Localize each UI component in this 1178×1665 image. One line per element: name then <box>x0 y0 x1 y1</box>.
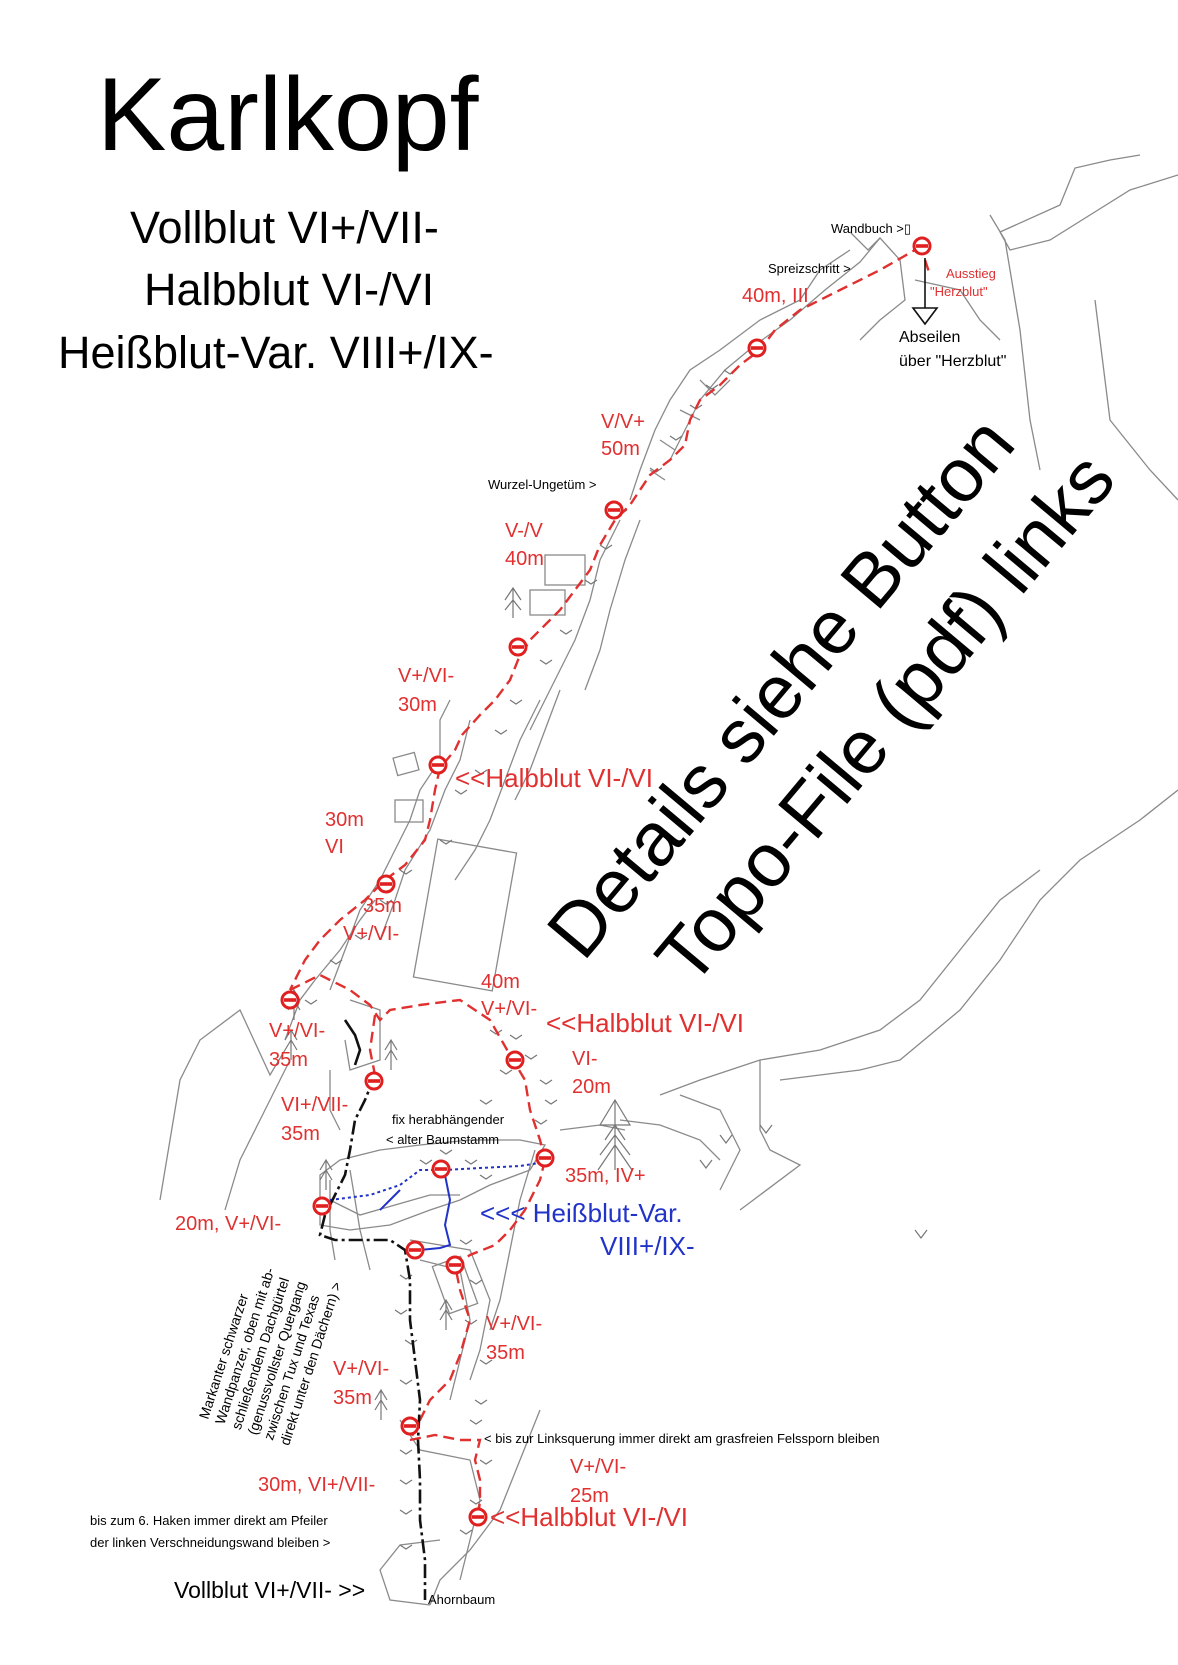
belay-station-icon <box>468 1507 488 1527</box>
belay-station-icon <box>445 1255 465 1275</box>
rappel-arrow-icon <box>911 258 939 326</box>
pitch-label: 25m <box>570 1485 609 1507</box>
belay-station-icon <box>400 1416 420 1436</box>
belay-station-icon <box>405 1240 425 1260</box>
pitch-label: 40m <box>505 548 544 570</box>
pitch-label: 35m <box>486 1342 525 1364</box>
page-title: Karlkopf <box>97 57 480 173</box>
belay-station-icon <box>508 637 528 657</box>
belay-station-icon <box>312 1196 332 1216</box>
linksquerung-label: < bis zur Linksquerung immer direkt am g… <box>484 1431 880 1446</box>
route-grade-halbblut: Halbblut VI-/VI <box>144 264 434 315</box>
pitch-label: V/V+ <box>601 411 645 433</box>
pitch-label: 35m <box>333 1387 372 1409</box>
ahornbaum-label: Ahornbaum <box>428 1592 495 1607</box>
belay-station-icon <box>280 990 300 1010</box>
belay-station-icon <box>535 1148 555 1168</box>
heissblut-label-1: <<< Heißblut-Var. <box>480 1198 683 1228</box>
pitch-label: V-/V <box>505 520 543 542</box>
halbblut-marker: <<Halbblut VI-/VI <box>546 1008 744 1038</box>
pitch-label: 30m <box>398 694 437 716</box>
pitch-label: 40m <box>481 971 520 993</box>
pitch-label: VI- <box>572 1048 598 1070</box>
pitch-label: V+/VI- <box>333 1358 389 1380</box>
pitch-label: 50m <box>601 438 640 460</box>
rotated-note: Markanter schwarzer Wandpanzer, oben mit… <box>196 1265 345 1447</box>
pitch-label: V+/VI- <box>398 665 454 687</box>
pitch-label: 30m <box>325 809 364 831</box>
pitch-label: 30m, VI+/VII- <box>258 1474 375 1496</box>
haken-label-2: der linken Verschneidungswand bleiben > <box>90 1535 330 1550</box>
halbblut-marker: <<Halbblut VI-/VI <box>490 1502 688 1532</box>
baum-label-2: < alter Baumstamm <box>386 1132 499 1147</box>
halbblut-markers: <<Halbblut VI-/VI <<Halbblut VI-/VI <<Ha… <box>455 763 744 1532</box>
ausstieg-label-2: "Herzblut" <box>930 284 988 299</box>
pitch-label: VI+/VII- <box>281 1094 348 1116</box>
belay-station-icon <box>604 500 624 520</box>
rock-outline <box>159 154 1178 1606</box>
route-halbblut <box>288 244 932 1521</box>
belay-station-icon <box>747 338 767 358</box>
pitch-label: 40m, III <box>742 285 809 307</box>
wandbuch-label: Wandbuch >▯ <box>831 221 911 236</box>
baum-label-1: fix herabhängender <box>392 1112 505 1127</box>
pitch-label: V+/VI- <box>486 1313 542 1335</box>
grass-tuft-icons <box>304 369 928 1550</box>
ausstieg-label-1: Ausstieg <box>946 266 996 281</box>
pitch-label: 35m, IV+ <box>565 1165 646 1187</box>
belay-station-icon <box>364 1071 384 1091</box>
pitch-label: V+/VI- <box>343 923 399 945</box>
haken-label-1: bis zum 6. Haken immer direkt am Pfeiler <box>90 1513 328 1528</box>
pitch-label: 35m <box>281 1123 320 1145</box>
pitch-label: 20m, V+/VI- <box>175 1213 281 1235</box>
pitch-label: VI <box>325 836 344 858</box>
belay-station-icon <box>912 236 932 256</box>
halbblut-marker: <<Halbblut VI-/VI <box>455 763 653 793</box>
route-grade-heissblut: Heißblut-Var. VIII+/IX- <box>58 327 494 378</box>
belay-station-icon <box>431 1159 451 1179</box>
belay-station-icon <box>376 874 396 894</box>
pitch-label: 20m <box>572 1076 611 1098</box>
pitch-label: 35m <box>269 1049 308 1071</box>
ausstieg-labels: Ausstieg "Herzblut" <box>930 266 996 299</box>
route-grade-vollblut: Vollblut VI+/VII- <box>130 202 439 253</box>
pitch-label: V+/VI- <box>570 1456 626 1478</box>
abseilen-labels: Abseilen über "Herzblut" <box>899 329 1006 370</box>
pitch-labels: 40m, III V/V+ 50m V-/V 40m V+/VI- 30m 30… <box>175 285 809 1507</box>
vollblut-start-label: Vollblut VI+/VII- >> <box>174 1577 365 1603</box>
spreizschritt-label: Spreizschritt > <box>768 261 851 276</box>
abseilen-label-1: Abseilen <box>899 329 960 346</box>
heissblut-labels: <<< Heißblut-Var. VIII+/IX- <box>480 1198 695 1261</box>
route-vollblut <box>318 1019 427 1600</box>
belay-station-icon <box>428 755 448 775</box>
watermark: Details siehe Button Topo-File (pdf) lin… <box>531 401 1131 999</box>
belay-station-icon <box>505 1050 525 1070</box>
pitch-label: 35m <box>363 895 402 917</box>
pitch-label: V+/VI- <box>269 1020 325 1042</box>
belay-stations <box>280 236 932 1527</box>
annotations: Wandbuch >▯ Spreizschritt > Wurzel-Unget… <box>90 221 911 1607</box>
abseilen-label-2: über "Herzblut" <box>899 353 1006 370</box>
tree-icons <box>284 586 633 1420</box>
pitch-label: V+/VI- <box>481 998 537 1020</box>
wurzel-label: Wurzel-Ungetüm > <box>488 477 597 492</box>
heissblut-label-2: VIII+/IX- <box>600 1231 695 1261</box>
